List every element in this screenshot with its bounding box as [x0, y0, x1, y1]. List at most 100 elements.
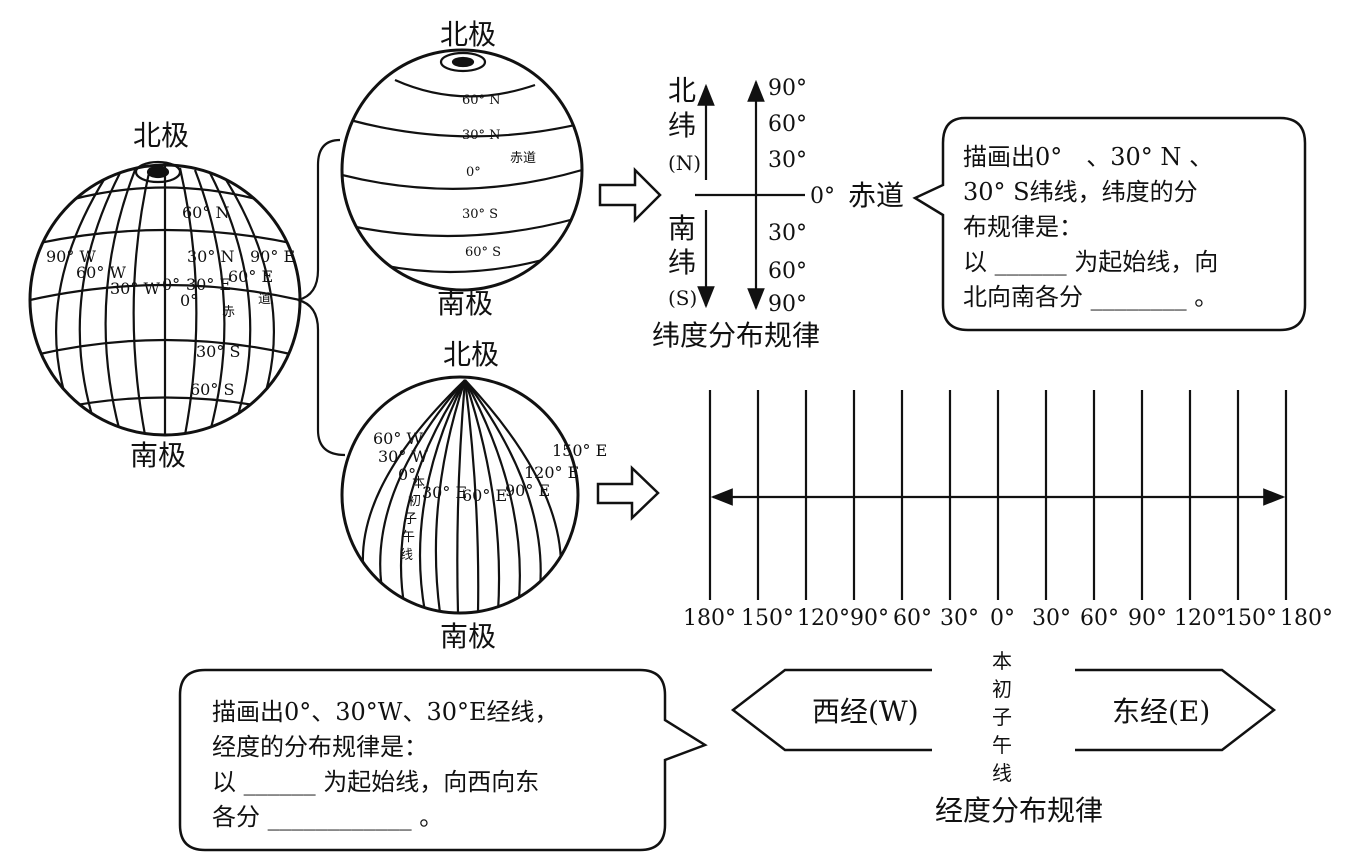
lon-bubble-line-2: 经度的分布规律是：: [212, 733, 428, 761]
lon-tick-90e: 90°: [1128, 606, 1167, 631]
lon-tick-150w: 150°: [741, 606, 794, 631]
left-lon-0: 0°: [162, 275, 180, 294]
lon-tick-30w: 30°: [940, 606, 979, 631]
lat-equator: 赤道: [848, 179, 904, 212]
lat-south-char-1: 南: [668, 212, 696, 245]
lat-bubble: [912, 116, 1307, 332]
left-lon-60e: 60° E: [228, 267, 273, 286]
top-lat-60s: 60° S: [465, 245, 501, 260]
longitude-labels: 西经(W) 东经(E) 本 初 子 午 线 经度分布规律: [812, 649, 1210, 827]
lon-bubble-line-4: 各分 ____________ 。: [212, 803, 443, 831]
lat-tick-60s: 60°: [768, 259, 807, 284]
lon-pm-char-1: 本: [992, 649, 1012, 673]
lat-bubble-line-3: 布规律是：: [963, 213, 1083, 241]
left-lon-90e: 90° E: [250, 247, 295, 266]
west-arrow: [730, 668, 932, 752]
lat-bubble-line-5: 北向南各分 ________ 。: [963, 283, 1218, 311]
lon-tick-90w: 90°: [850, 606, 889, 631]
lon-tick-0: 0°: [990, 606, 1015, 631]
left-south-pole: 南极: [130, 439, 186, 472]
latitude-scale-labels: 北 纬 (N) 南 纬 (S) 90° 60° 30° 0° 30° 60° 9…: [652, 74, 904, 352]
top-lat-0: 0°: [466, 165, 481, 180]
lon-tick-180w: 180°: [683, 606, 736, 631]
left-globe: [28, 160, 302, 437]
lat-bubble-line-4: 以 ______ 为起始线，向: [963, 248, 1218, 276]
bottom-south-pole: 南极: [440, 620, 496, 653]
lon-bubble-line-1: 描画出0°、30°W、30°E经线，: [212, 698, 559, 726]
bottom-north-pole: 北极: [443, 338, 499, 371]
bottom-globe: [340, 375, 580, 615]
lat-tick-90s: 90°: [768, 292, 807, 317]
bottom-pm-char-5: 线: [400, 548, 413, 563]
left-lat-60n: 60° N: [182, 203, 229, 222]
lon-pm-char-3: 子: [992, 705, 1012, 729]
hollow-arrow-top: [598, 166, 662, 224]
lat-north-char-3: (N): [668, 151, 701, 175]
bottom-pm-char-1: 本: [412, 476, 425, 491]
left-lon-30w: 30° W: [110, 279, 160, 298]
bottom-pm-char-4: 午: [402, 530, 415, 545]
lon-pm-char-2: 初: [992, 677, 1012, 701]
lon-bubble-line-3: 以 ______ 为起始线，向西向东: [212, 768, 539, 796]
lon-tick-120e: 120°: [1174, 606, 1227, 631]
lon-caption: 经度分布规律: [935, 794, 1103, 827]
bottom-lon-30w: 30° W: [378, 447, 428, 466]
bottom-globe-labels: 北极 南极 60° W 30° W 0° 30° E 60° E 90° E 1…: [373, 338, 607, 653]
left-globe-labels: 北极 南极 60° N 30° N 0° 30° S 60° S 90° W 6…: [46, 119, 295, 472]
east-arrow: [1075, 668, 1277, 752]
top-north-pole: 北极: [440, 18, 496, 51]
top-south-pole: 南极: [437, 287, 493, 320]
left-north-pole: 北极: [133, 119, 189, 152]
lat-tick-60n: 60°: [768, 112, 807, 137]
lon-bubble-text: 描画出0°、30°W、30°E经线， 经度的分布规律是： 以 ______ 为起…: [212, 698, 559, 831]
left-equator-char-1: 赤: [222, 305, 235, 320]
bottom-pm-char-2: 初: [408, 494, 421, 509]
longitude-ticks: 180° 150° 120° 90° 60° 30° 0° 30° 60° 90…: [683, 606, 1333, 631]
bottom-pm-char-3: 子: [404, 512, 417, 527]
bottom-lon-60w: 60° W: [373, 429, 423, 448]
left-lon-90w: 90° W: [46, 247, 96, 266]
lon-tick-60w: 60°: [893, 606, 932, 631]
left-lat-0: 0°: [180, 291, 198, 310]
lon-tick-150e: 150°: [1224, 606, 1277, 631]
bottom-lon-120e: 120° E: [524, 463, 579, 482]
lat-north-char-1: 北: [668, 74, 696, 107]
lon-bubble: [178, 668, 708, 852]
lat-bubble-line-2: 30° S纬线，纬度的分: [963, 178, 1198, 206]
top-lat-30s: 30° S: [462, 207, 498, 222]
lon-tick-60e: 60°: [1080, 606, 1119, 631]
latitude-scale: [695, 79, 805, 311]
bottom-lon-150e: 150° E: [552, 441, 607, 460]
lat-south-char-3: (S): [668, 286, 697, 310]
bottom-lon-60e: 60° E: [462, 486, 507, 505]
bottom-lon-90e: 90° E: [505, 481, 550, 500]
lat-south-char-2: 纬: [668, 246, 696, 279]
left-equator-char-2: 道: [258, 292, 271, 307]
bottom-lon-0: 0°: [398, 465, 416, 484]
lat-north-char-2: 纬: [668, 109, 696, 142]
lat-tick-30s: 30°: [768, 221, 807, 246]
bottom-lon-30e: 30° E: [422, 483, 467, 502]
hollow-arrow-bottom: [596, 465, 660, 521]
west-label: 西经(W): [812, 695, 919, 728]
top-equator: 赤道: [510, 151, 536, 166]
lon-tick-30e: 30°: [1032, 606, 1071, 631]
lat-bubble-line-1: 描画出0° 、30° N 、: [963, 143, 1213, 171]
top-globe-labels: 北极 南极 60° N 30° N 0° 30° S 60° S 赤道: [437, 18, 536, 320]
lat-tick-0: 0°: [810, 184, 835, 209]
curly-brace: [297, 138, 346, 457]
lat-bubble-text: 描画出0° 、30° N 、 30° S纬线，纬度的分 布规律是： 以 ____…: [963, 143, 1218, 311]
left-lon-30e: 30° E: [186, 275, 231, 294]
lon-pm-char-4: 午: [992, 733, 1012, 757]
longitude-scale: [708, 390, 1288, 600]
lat-tick-90n: 90°: [768, 76, 807, 101]
left-lon-60w: 60° W: [76, 263, 126, 282]
top-globe: [340, 48, 584, 292]
lon-tick-180e: 180°: [1280, 606, 1333, 631]
top-lat-30n: 30° N: [462, 128, 501, 143]
top-lat-60n: 60° N: [462, 93, 501, 108]
lat-caption: 纬度分布规律: [652, 319, 820, 352]
lon-pm-char-5: 线: [992, 761, 1012, 785]
left-lat-30n: 30° N: [187, 247, 234, 266]
